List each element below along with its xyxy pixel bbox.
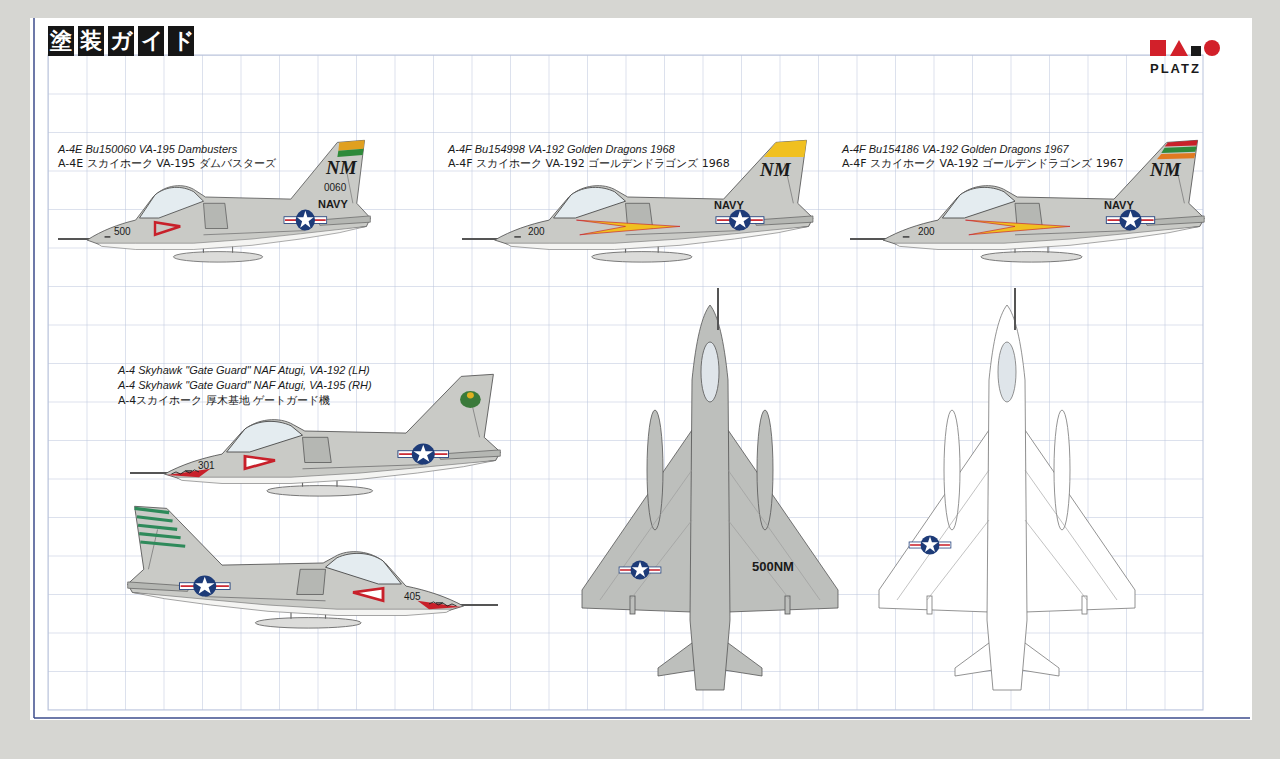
tail-code: NM <box>1150 160 1181 181</box>
platz-logo <box>1150 40 1220 56</box>
modex-number: 405 <box>404 591 421 602</box>
guide-title: 塗装ガイド <box>48 26 203 56</box>
tail-code: NM <box>326 158 357 179</box>
side-view <box>128 506 498 628</box>
top-view <box>582 288 838 690</box>
caption: A-4F Bu154998 VA-192 Golden Dragons 1968 <box>448 143 675 155</box>
caption: A-4 Skyhawk "Gate Guard" NAF Atugi, VA-1… <box>118 364 370 376</box>
tail-code: NM <box>760 160 791 181</box>
bottom-view <box>879 288 1135 690</box>
caption: A-4F スカイホーク VA-192 ゴールデンドラゴンズ 1968 <box>448 158 730 170</box>
grid <box>48 55 1203 710</box>
caption: A-4スカイホーク 厚木基地 ゲートガード機 <box>118 395 330 407</box>
guide-panel <box>30 18 1252 720</box>
modex-number: 500 <box>114 226 131 237</box>
modex-number: 200 <box>918 226 935 237</box>
national-insignia <box>909 536 951 555</box>
caption: A-4 Skyhawk "Gate Guard" NAF Atugi, VA-1… <box>118 379 372 391</box>
wing-code: 500NM <box>752 560 794 574</box>
modex-number: 200 <box>528 226 545 237</box>
side-view <box>130 374 500 496</box>
caption: A-4E スカイホーク VA-195 ダムバスターズ <box>58 158 276 170</box>
national-insignia <box>619 561 661 580</box>
caption: A-4F Bu154186 VA-192 Golden Dragons 1967 <box>842 143 1069 155</box>
side-view <box>58 140 370 262</box>
brand-name: PLATZ <box>1150 62 1201 76</box>
caption: A-4F スカイホーク VA-192 ゴールデンドラゴンズ 1967 <box>842 158 1124 170</box>
modex-number: 301 <box>198 460 215 471</box>
navy-marking: NAVY <box>714 199 744 211</box>
navy-marking: NAVY <box>1104 199 1134 211</box>
caption: A-4E Bu150060 VA-195 Dambusters <box>58 143 237 155</box>
navy-marking: NAVY <box>318 198 348 210</box>
aircraft-number: 0060 <box>324 182 346 193</box>
